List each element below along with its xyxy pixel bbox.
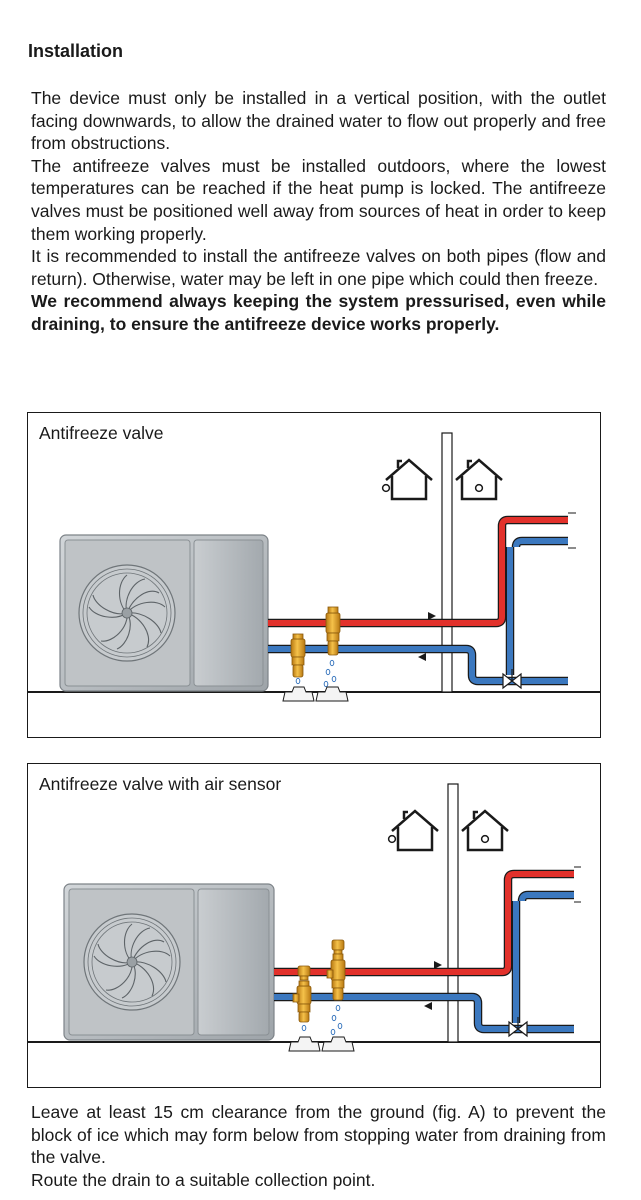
gate-valve-icon (502, 669, 522, 690)
house-icon (461, 809, 509, 852)
air-sensor-icon (297, 965, 311, 981)
outro-paragraph-1: Leave at least 15 cm clearance from the … (31, 1102, 606, 1168)
house-icon (387, 809, 439, 852)
antifreeze-valve-icon (290, 633, 306, 678)
direction-arrow-icon (422, 961, 444, 1010)
house-icon (381, 458, 433, 501)
section-heading: Installation (28, 41, 124, 61)
heat-pump-unit-icon (59, 534, 269, 692)
antifreeze-valve-icon (292, 980, 312, 1023)
drain-drop-icon (301, 1004, 343, 1036)
figure-air-sensor-diagram (28, 783, 600, 1052)
figure-antifreeze-valve: Antifreeze valve (27, 412, 601, 738)
return-pipe (268, 536, 568, 686)
fan-icon (78, 564, 176, 662)
intro-text: The device must only be installed in a v… (31, 87, 606, 336)
intro-paragraph-3: It is recommended to install the antifre… (31, 246, 606, 289)
intro-paragraph-1: The device must only be installed in a v… (31, 88, 606, 154)
figure-title: Antifreeze valve (39, 423, 164, 443)
flow-pipe (274, 869, 574, 977)
figure-antifreeze-valve-air-sensor: Antifreeze valve with air sensor (27, 763, 601, 1088)
fan-icon (83, 913, 181, 1011)
gate-valve-icon (508, 1017, 528, 1038)
drain-funnel (288, 1036, 355, 1052)
figure-antifreeze-valve-diagram (28, 432, 600, 702)
outro-paragraph-2: Route the drain to a suitable collection… (31, 1169, 376, 1190)
direction-arrow-icon (416, 612, 438, 661)
flow-pipe (268, 515, 568, 628)
return-pipe (274, 890, 574, 1034)
antifreeze-valve-icon (325, 606, 341, 656)
outro-text: Leave at least 15 cm clearance from the … (31, 1101, 606, 1191)
antifreeze-valve-icon (326, 953, 346, 1001)
intro-paragraph-2: The antifreeze valves must be installed … (31, 155, 606, 244)
wall-pole (447, 783, 459, 1043)
wall-pole (441, 432, 453, 693)
drain-drop-icon (295, 659, 337, 688)
house-icon (455, 458, 503, 501)
drain-funnel (282, 686, 349, 702)
air-sensor-icon (331, 939, 345, 955)
figure-title: Antifreeze valve with air sensor (39, 774, 282, 794)
intro-recommendation: We recommend always keeping the system p… (31, 291, 606, 334)
heat-pump-unit-icon (63, 883, 275, 1041)
